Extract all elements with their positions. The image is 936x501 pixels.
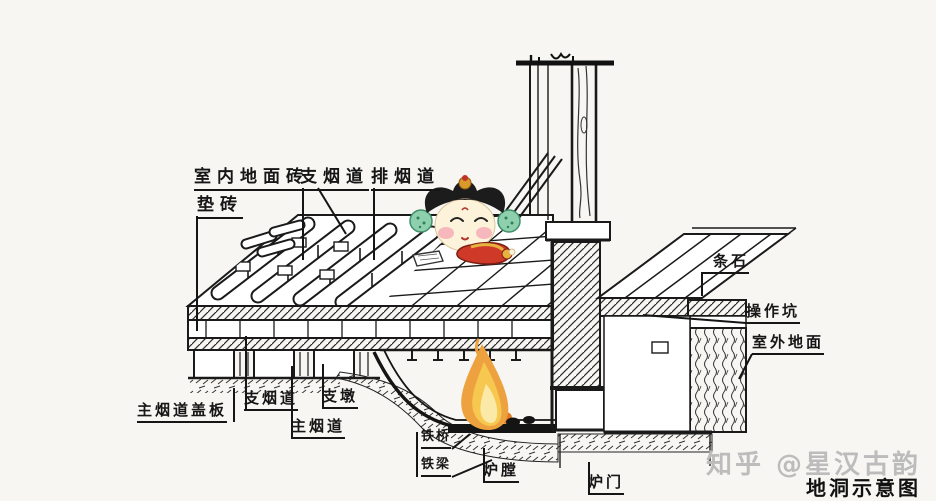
hanging-bricks [380,348,553,361]
ground-section [190,371,713,468]
iron-beam-shape [448,424,556,433]
firebox [372,338,556,433]
outdoor-earth-section [689,327,747,433]
hand [508,248,516,256]
label-indoor-floor-tile: 室内地面砖 [194,167,309,192]
brick-pile [240,219,306,258]
robe [456,241,511,265]
headdress [424,180,506,213]
blush-left [438,227,454,239]
label-exhaust-flue: 排烟道 [371,167,440,192]
ear-disc-left [409,209,433,233]
label-furnace-door: 炉门 [588,473,625,495]
zhihu-watermark: 知乎 @星汉古韵 [706,450,922,480]
label-iron-beam: 铁梁 [421,457,452,477]
eye-left [450,217,464,222]
strip-stone-slabs [594,233,792,299]
mouth [461,237,469,241]
furnace-flame [461,338,509,430]
leader-lines [196,187,753,494]
label-furnace-chamber: 炉膛 [483,461,520,483]
label-strip-stone: 条石 [713,252,750,274]
label-main-flue: 主烟道 [291,417,346,439]
label-operation-pit: 操作坑 [746,302,801,324]
label-branch-flue-bottom: 支烟道 [244,389,299,411]
outdoor-side [594,227,797,434]
imperial-child-cartoon [409,175,521,267]
book [412,250,444,267]
label-branch-flue-top: 支烟道 [300,167,369,192]
ear-disc-right [497,209,521,233]
label-iron-grate: 铁桥 [421,429,452,449]
blush-right [476,227,492,239]
label-cushion-brick: 垫砖 [197,195,243,220]
diagram-title: 地洞示意图 [806,476,921,500]
label-main-flue-cover: 主烟道盖板 [137,401,228,423]
label-support-pier: 支墩 [322,387,359,409]
label-outdoor-ground: 室外地面 [752,333,825,355]
operation-pit-interior [603,315,691,433]
eye-right [474,217,488,222]
furnace-door-opening [555,389,605,431]
